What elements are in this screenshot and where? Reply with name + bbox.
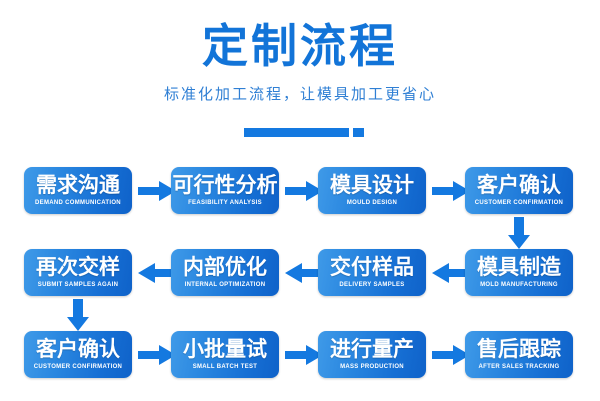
- node-title: 模具制造: [477, 255, 561, 279]
- node-title: 内部优化: [183, 255, 267, 279]
- node-title: 客户确认: [477, 173, 561, 197]
- node-title: 模具设计: [330, 173, 414, 197]
- arrow-down-icon: [67, 299, 89, 331]
- node-title: 售后跟踪: [477, 337, 561, 361]
- flow-row-3: 客户确认 CUSTOMER CONFIRMATION 小批量试 SMALL BA…: [0, 331, 600, 379]
- node-subtitle: MOULD DESIGN: [346, 199, 398, 206]
- arrow-right-icon: [432, 345, 470, 365]
- divider-bar: [244, 128, 349, 137]
- node-title: 进行量产: [330, 337, 414, 361]
- arrow-down-icon: [508, 217, 530, 249]
- flow-node-submit-samples-again[interactable]: 再次交样 SUBMIT SAMPLES AGAIN: [24, 249, 132, 296]
- arrow-right-icon: [285, 181, 323, 201]
- page-title: 定制流程: [202, 20, 398, 72]
- flow-node-mould-design[interactable]: 模具设计 MOULD DESIGN: [318, 167, 426, 214]
- node-subtitle: MASS PRODUCTION: [340, 363, 404, 370]
- header: 定制流程 标准化加工流程，让模具加工更省心: [0, 0, 600, 150]
- node-subtitle: AFTER SALES TRACKING: [478, 363, 560, 370]
- header-divider: [0, 126, 600, 138]
- flow-node-feasibility-analysis[interactable]: 可行性分析 FEASIBILITY ANALYSIS: [171, 167, 279, 214]
- page-subtitle: 标准化加工流程，让模具加工更省心: [163, 86, 436, 103]
- flow-node-internal-optimization[interactable]: 内部优化 INTERNAL OPTIMIZATION: [171, 249, 279, 296]
- divider-square: [353, 128, 364, 137]
- node-title: 小批量试: [183, 337, 267, 361]
- node-subtitle: FEASIBILITY ANALYSIS: [188, 199, 262, 206]
- node-subtitle: DEMAND COMMUNICATION: [35, 199, 121, 206]
- node-subtitle: SUBMIT SAMPLES AGAIN: [37, 281, 119, 288]
- arrow-right-icon: [138, 181, 176, 201]
- node-subtitle: INTERNAL OPTIMIZATION: [184, 281, 266, 288]
- flow-node-delivery-samples[interactable]: 交付样品 DELIVERY SAMPLES: [318, 249, 426, 296]
- node-title: 需求沟通: [36, 173, 120, 197]
- arrow-right-icon: [285, 345, 323, 365]
- arrow-left-icon: [432, 263, 470, 283]
- node-title: 交付样品: [330, 255, 414, 279]
- arrow-right-icon: [138, 345, 176, 365]
- flow-node-small-batch-test[interactable]: 小批量试 SMALL BATCH TEST: [171, 331, 279, 378]
- arrow-right-icon: [432, 181, 470, 201]
- arrow-left-icon: [285, 263, 323, 283]
- node-title: 客户确认: [36, 337, 120, 361]
- flow-node-mass-production[interactable]: 进行量产 MASS PRODUCTION: [318, 331, 426, 378]
- node-subtitle: CUSTOMER CONFIRMATION: [474, 199, 564, 206]
- node-subtitle: DELIVERY SAMPLES: [339, 281, 405, 288]
- node-subtitle: CUSTOMER CONFIRMATION: [33, 363, 123, 370]
- flow-node-customer-confirmation-1[interactable]: 客户确认 CUSTOMER CONFIRMATION: [465, 167, 573, 214]
- node-subtitle: SMALL BATCH TEST: [192, 363, 258, 370]
- flow-row-1: 需求沟通 DEMAND COMMUNICATION 可行性分析 FEASIBIL…: [0, 167, 600, 215]
- flow-node-customer-confirmation-2[interactable]: 客户确认 CUSTOMER CONFIRMATION: [24, 331, 132, 378]
- flow-node-demand-communication[interactable]: 需求沟通 DEMAND COMMUNICATION: [24, 167, 132, 214]
- flow-node-mold-manufacturing[interactable]: 模具制造 MOLD MANUFACTURING: [465, 249, 573, 296]
- node-title: 可行性分析: [172, 173, 278, 197]
- flow-row-2: 再次交样 SUBMIT SAMPLES AGAIN 内部优化 INTERNAL …: [0, 249, 600, 297]
- node-subtitle: MOLD MANUFACTURING: [480, 281, 558, 288]
- flow-node-after-sales-tracking[interactable]: 售后跟踪 AFTER SALES TRACKING: [465, 331, 573, 378]
- arrow-left-icon: [138, 263, 176, 283]
- node-title: 再次交样: [36, 255, 120, 279]
